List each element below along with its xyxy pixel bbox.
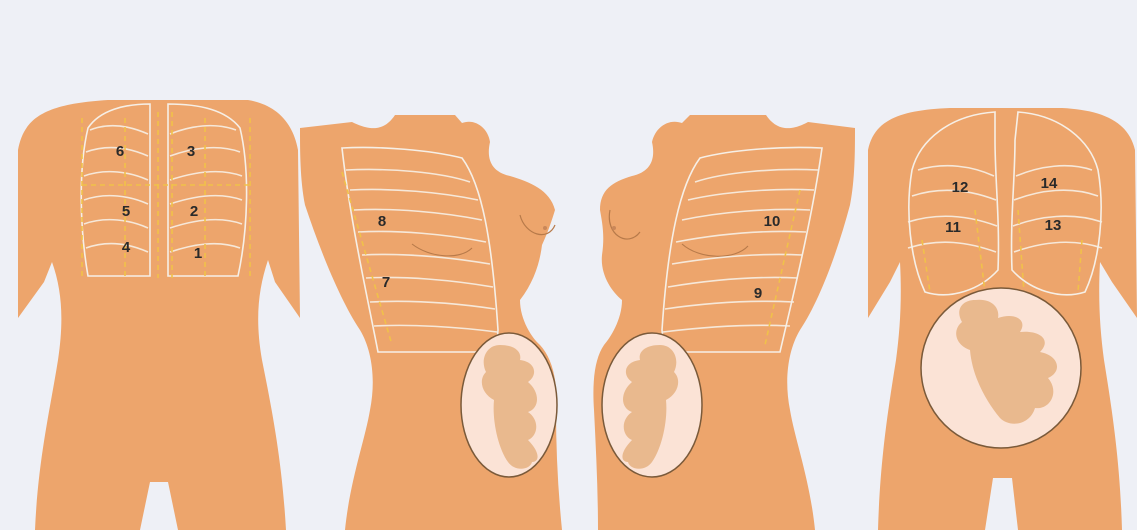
right-nipple — [543, 226, 547, 230]
zone-label-9: 9 — [754, 285, 762, 302]
zone-label-8: 8 — [378, 213, 386, 230]
left-lateral-view-figure: 10 9 — [593, 115, 855, 530]
zone-label-2: 2 — [190, 203, 198, 220]
zone-label-6: 6 — [116, 143, 124, 160]
left-nipple — [612, 226, 616, 230]
zone-label-3: 3 — [187, 143, 195, 160]
zone-label-12: 12 — [952, 179, 969, 196]
zone-label-5: 5 — [122, 203, 130, 220]
zone-label-7: 7 — [382, 274, 390, 291]
zone-label-11: 11 — [945, 219, 961, 236]
zone-label-10: 10 — [764, 213, 781, 230]
zone-label-14: 14 — [1041, 175, 1058, 192]
zone-label-13: 13 — [1045, 217, 1062, 234]
zone-label-1: 1 — [194, 245, 202, 262]
zone-label-4: 4 — [122, 239, 131, 256]
right-lateral-view-figure: 8 7 — [300, 115, 562, 530]
back-torso — [18, 100, 300, 530]
back-view-figure: 6 3 5 2 4 1 — [18, 100, 300, 530]
front-view-figure: 12 14 11 13 — [868, 108, 1137, 530]
